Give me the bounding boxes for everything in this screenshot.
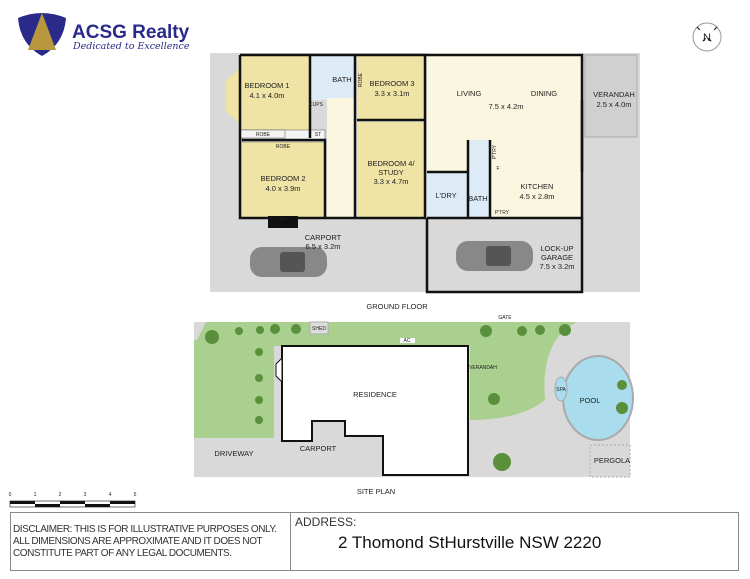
car-icon	[456, 241, 533, 271]
plan-label: 6.5 x 3.2m	[305, 242, 340, 251]
plan-label: SHED	[312, 326, 326, 332]
plan-label: BEDROOM 1	[244, 81, 289, 90]
plan-label: 4.5 x 2.8m	[519, 192, 554, 201]
north-compass-icon: N	[692, 22, 722, 52]
plan-label: 4	[109, 492, 112, 498]
plan-label: SITE PLAN	[357, 487, 395, 496]
plan-label: GARAGE	[541, 253, 573, 262]
plan-label: ROBE	[276, 144, 291, 150]
logo-tagline: Dedicated to Excellence	[73, 41, 190, 52]
plan-label: 0	[9, 492, 12, 498]
plan-label: LOCK-UP	[540, 244, 573, 253]
plan-label: BATH	[468, 194, 487, 203]
plan-label: 5	[134, 492, 137, 498]
plan-label: 2	[59, 492, 62, 498]
plan-label: 1	[34, 492, 37, 498]
disclaimer-line: DISCLAIMER: THIS IS FOR ILLUSTRATIVE PUR…	[13, 524, 277, 535]
plan-label: CARPORT	[300, 444, 337, 453]
disclaimer-line: ALL DIMENSIONS ARE APPROXIMATE AND IT DO…	[13, 536, 263, 547]
plan-label: 4.1 x 4.0m	[249, 91, 284, 100]
plan-label: 3.3 x 4.7m	[373, 177, 408, 186]
address-label: ADDRESS:	[295, 515, 357, 529]
plan-label: FP	[280, 217, 287, 223]
plan-label: VERANDAH	[469, 365, 497, 371]
plan-label: BATH	[332, 75, 351, 84]
disclaimer: DISCLAIMER: THIS IS FOR ILLUSTRATIVE PUR…	[11, 513, 291, 570]
plan-label: PERGOLA	[594, 456, 630, 465]
plan-label: F	[496, 166, 499, 172]
plan-label: AC	[404, 338, 411, 344]
plan-label: P'TRY	[492, 144, 498, 159]
plan-label: BEDROOM 3	[369, 79, 414, 88]
plan-label: N	[703, 32, 711, 44]
address-block: ADDRESS: 2 Thomond StHurstville NSW 2220	[291, 513, 738, 570]
ground-floor-plan: BEDROOM 1 4.1 x 4.0m BATH BEDROOM 3 3.3 …	[210, 53, 640, 311]
disclaimer-line: CONSTITUTE PART OF ANY LEGAL DOCUMENTS.	[13, 548, 232, 559]
scale-bar: 0 1 2 3 4 5	[9, 492, 137, 508]
plan-label: 2.5 x 4.0m	[596, 100, 631, 109]
plan-label: 3	[84, 492, 87, 498]
plan-label: BEDROOM 2	[260, 174, 305, 183]
plan-label: L'DRY	[435, 191, 456, 200]
plan-label: 4.0 x 3.9m	[265, 184, 300, 193]
plan-label: CUPS	[309, 102, 324, 108]
car-icon	[250, 247, 327, 277]
plan-label: DRIVEWAY	[214, 449, 253, 458]
address-value: 2 Thomond StHurstville NSW 2220	[338, 533, 602, 552]
logo-name: ACSG Realty	[72, 22, 190, 43]
plan-label: SPA	[556, 387, 566, 393]
logo-emblem	[18, 13, 66, 56]
plan-label: LIVING	[457, 89, 482, 98]
plan-label: GROUND FLOOR	[366, 302, 428, 311]
plan-label: KITCHEN	[521, 182, 554, 191]
plan-label: ST	[315, 132, 321, 138]
plan-label: RESIDENCE	[353, 390, 397, 399]
plan-label: P'TRY	[495, 210, 510, 216]
plan-label: DINING	[531, 89, 557, 98]
plan-label: ROBE	[358, 72, 364, 87]
plan-label: GATE	[498, 315, 512, 321]
plan-label: 3.3 x 3.1m	[374, 89, 409, 98]
plan-label: BEDROOM 4/	[367, 159, 415, 168]
plan-label: 7.5 x 4.2m	[488, 102, 523, 111]
plan-label: VERANDAH	[593, 90, 635, 99]
plan-label: POOL	[580, 396, 601, 405]
plan-label: ROBE	[256, 132, 271, 138]
info-footer: DISCLAIMER: THIS IS FOR ILLUSTRATIVE PUR…	[10, 512, 739, 571]
site-plan: SHED AC GATE RESIDENCE VERANDAH SPA POOL…	[194, 315, 634, 496]
plan-label: CARPORT	[305, 233, 342, 242]
plan-label: STUDY	[378, 168, 403, 177]
plan-label: 7.5 x 3.2m	[539, 262, 574, 271]
